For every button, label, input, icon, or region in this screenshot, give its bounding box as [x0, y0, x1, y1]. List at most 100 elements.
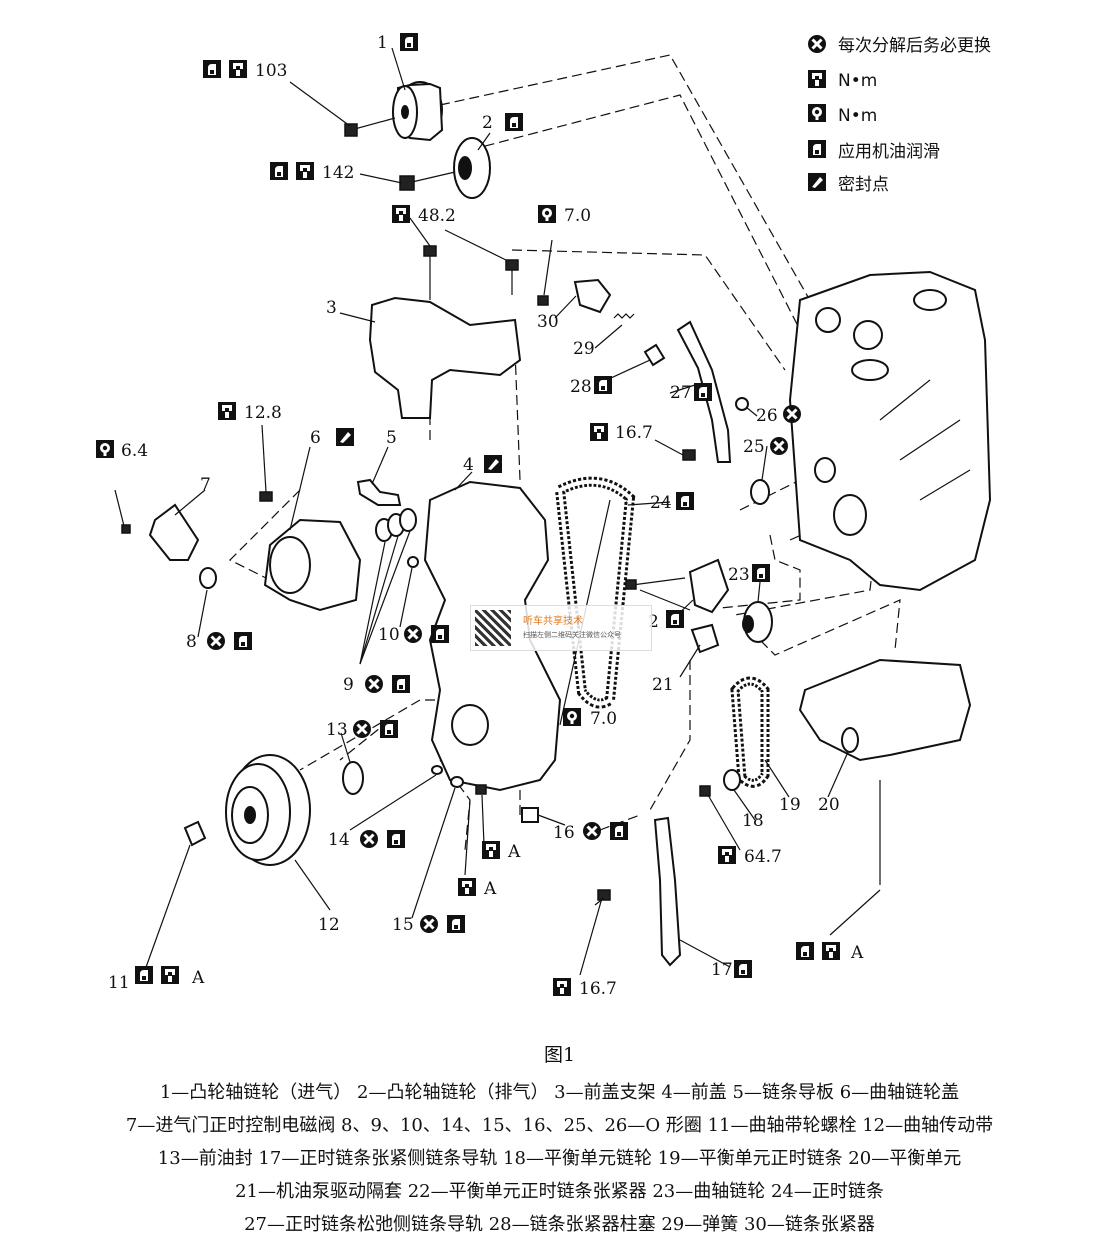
- label-16: 16: [553, 823, 575, 843]
- caption-line: 7—进气门正时控制电磁阀 8、9、10、14、15、16、25、26—O 形圈 …: [125, 1115, 994, 1136]
- caption-line: 13—前油封 17—正时链条张紧侧链条导轨 18—平衡单元链轮 19—平衡单元正…: [157, 1148, 962, 1169]
- label-6: 6: [310, 428, 321, 448]
- label-11: 11: [108, 973, 130, 993]
- o-ring-25: [750, 479, 770, 505]
- bracket-bolts: [409, 217, 519, 300]
- guide-bolt: [654, 439, 696, 461]
- torque-6-4: 6.4: [121, 441, 148, 461]
- balancer-sprocket-bolt: [699, 785, 711, 797]
- o-ring-8: [199, 567, 217, 589]
- intake-valve-timing-solenoid: [114, 489, 200, 561]
- label-2a: 2: [482, 113, 493, 133]
- legend-seal: 密封点: [838, 175, 889, 195]
- torque-labels: 103 142 48.2 7.0 12.8 6.4 16.7 7.0 64.7 …: [96, 60, 864, 999]
- label-29: 29: [573, 339, 595, 359]
- label-18: 18: [742, 811, 764, 831]
- balancer-unit: [798, 658, 972, 762]
- label-28: 28: [570, 377, 592, 397]
- balancer-chain-tensioner: [688, 558, 730, 614]
- figure-caption: 图1: [543, 1044, 576, 1066]
- label-26: 26: [756, 406, 778, 426]
- o-ring-10: [407, 556, 419, 568]
- label-13: 13: [326, 720, 348, 740]
- o-ring-26: [735, 397, 749, 411]
- front-oil-seal: [342, 761, 364, 795]
- o-ring-15: [450, 776, 464, 788]
- caption-line: 27—正时链条松弛侧链条导轨 28—链条张紧器柱塞 29—弹簧 30—链条张紧器: [244, 1214, 875, 1235]
- label-24: 24: [650, 493, 672, 513]
- torque-7-0a: 7.0: [564, 206, 591, 226]
- label-19: 19: [779, 795, 801, 815]
- part-labels: 1 2 3 4 5 6 7 8 9 10 11 A 12 13 14 15 16…: [108, 33, 840, 993]
- legend: 每次分解后务必更换 N•m N•m 应用机油润滑 密封点: [806, 33, 991, 195]
- label-5: 5: [386, 428, 397, 448]
- engine-block: [788, 270, 992, 592]
- crankshaft-pulley: [225, 754, 311, 866]
- tensioner-spring: [613, 313, 635, 319]
- caption-line: 21—机油泵驱动隔套 22—平衡单元正时链条张紧器 23—曲轴链轮 24—正时链…: [235, 1181, 884, 1202]
- exploded-timing-diagram: 每次分解后务必更换 N•m N•m 应用机油润滑 密封点: [96, 33, 992, 999]
- label-12: 12: [318, 915, 340, 935]
- balancer-timing-chain: [730, 676, 770, 788]
- seal-icon: [808, 173, 826, 191]
- torque-wrench-alt-icon: [808, 104, 826, 122]
- watermark-banner: 听车共享技术 扫描左侧二维码关注微信公众号: [470, 605, 652, 651]
- torque-7-0b: 7.0: [590, 709, 617, 729]
- torque-16-7a: 16.7: [615, 423, 653, 443]
- legend-torque: N•m: [838, 71, 877, 91]
- oil-pump-spacer: [690, 623, 720, 654]
- torque-a-4: A: [850, 943, 864, 963]
- label-20: 20: [818, 795, 840, 815]
- label-11-a: A: [191, 968, 205, 988]
- watermark-title: 听车共享技术: [523, 616, 583, 627]
- label-4: 4: [463, 455, 474, 475]
- tensioner-plunger: [643, 343, 666, 367]
- label-10: 10: [378, 625, 400, 645]
- torque-a-2: A: [507, 842, 521, 862]
- oil-can-icon: [808, 140, 826, 158]
- qr-code-icon: [475, 610, 511, 646]
- torque-103: 103: [255, 61, 287, 81]
- torque-64-7: 64.7: [744, 847, 782, 867]
- label-7: 7: [200, 475, 211, 495]
- torque-16-7b: 16.7: [579, 979, 617, 999]
- cover-bolt-a: [475, 784, 487, 795]
- intake-cam-sprocket: [344, 81, 444, 142]
- label-2b: 2: [648, 612, 659, 632]
- timing-chain: [554, 476, 636, 709]
- torque-wrench-icon: [808, 70, 826, 88]
- label-17: 17: [711, 960, 733, 980]
- cover-bolt: [259, 491, 273, 502]
- chain-guide-plate: [356, 478, 402, 506]
- balancer-sprocket: [723, 769, 741, 791]
- crankshaft-pulley-bolt: [183, 820, 207, 847]
- o-ring-16-plug: [521, 807, 539, 823]
- torque-12-8: 12.8: [244, 403, 282, 423]
- tensioner-bolt: [625, 577, 686, 590]
- label-25: 25: [743, 437, 765, 457]
- label-9: 9: [343, 675, 354, 695]
- label-8: 8: [186, 632, 197, 652]
- label-21: 21: [652, 675, 674, 695]
- tension-side-guide: [653, 816, 682, 967]
- crankshaft-sprocket: [742, 601, 773, 643]
- front-cover-bracket: [368, 296, 522, 419]
- label-15: 15: [392, 915, 414, 935]
- label-30: 30: [537, 312, 559, 332]
- tension-guide-bolt: [597, 889, 611, 901]
- chain-tensioner: [537, 239, 612, 319]
- parts-caption-list: 1—凸轮轴链轮（进气） 2—凸轮轴链轮（排气） 3—前盖支架 4—前盖 5—链条…: [0, 1076, 1119, 1241]
- o-rings-9: [375, 508, 417, 542]
- label-1: 1: [377, 33, 388, 53]
- torque-142: 142: [322, 163, 354, 183]
- legend-torque-alt: N•m: [838, 106, 877, 126]
- caption-line: 1—凸轮轴链轮（进气） 2—凸轮轴链轮（排气） 3—前盖支架 4—前盖 5—链条…: [159, 1082, 960, 1103]
- torque-a-3: A: [483, 879, 497, 899]
- watermark-subtitle: 扫描左侧二维码关注微信公众号: [523, 631, 621, 639]
- exhaust-cam-sprocket: [399, 137, 491, 199]
- label-27: 27: [670, 383, 692, 403]
- label-14: 14: [328, 830, 350, 850]
- legend-oil: 应用机油润滑: [838, 142, 940, 162]
- torque-48: 48.2: [418, 206, 456, 226]
- label-3: 3: [326, 298, 337, 318]
